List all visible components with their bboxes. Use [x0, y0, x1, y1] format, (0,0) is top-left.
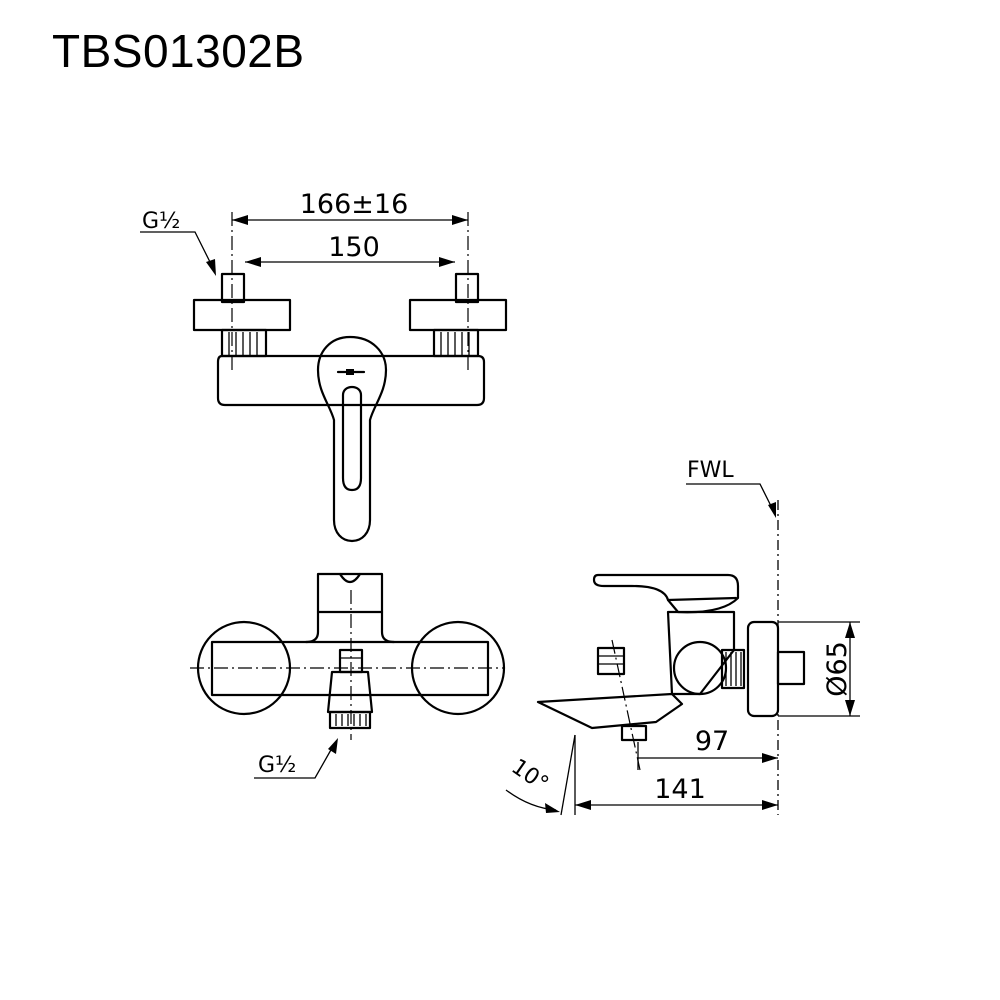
label-angle: 10°: [507, 754, 553, 797]
label-thread-bottom: G½: [258, 753, 296, 778]
front-view: [192, 212, 508, 543]
side-dimensions: [505, 621, 860, 816]
label-thread-top: G½: [142, 209, 180, 234]
side-view: [536, 483, 806, 815]
dim-inlet-spacing: 150: [328, 232, 380, 263]
dim-flange-diameter: Ø65: [822, 641, 853, 697]
drawing-title: TBS01302B: [52, 25, 305, 77]
dim-spout-outlet: 97: [695, 726, 729, 757]
front-dimensions: [140, 215, 468, 276]
dim-spout-length: 141: [654, 774, 706, 805]
dim-centers-range: 166±16: [300, 189, 409, 220]
label-fwl: FWL: [687, 458, 734, 483]
bottom-view: [190, 572, 506, 779]
